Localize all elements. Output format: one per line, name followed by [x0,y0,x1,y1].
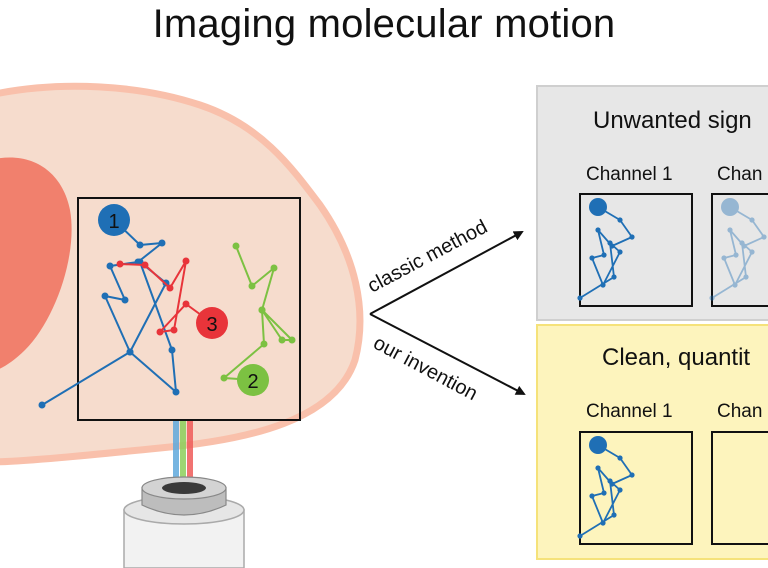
trajectory-point [749,217,755,223]
trajectory-point [617,249,623,255]
molecule-1-marker-small [589,198,607,216]
trajectory-point [617,455,623,461]
panel-top-channel-2-label: Chan [717,164,762,185]
trajectory-point [733,252,739,258]
trajectory-point [220,374,228,382]
molecule-1-marker: 1 [98,204,130,236]
trajectory-line [579,444,633,537]
imaging-field [77,197,301,421]
panel-bottom-channel-2-frame [711,431,768,545]
panel-top-heading: Unwanted sign [593,107,752,134]
trajectory-point [617,487,623,493]
cell-outline [0,82,364,466]
trajectory-point [116,260,124,268]
trajectory-point [709,295,715,301]
trajectory-point [601,252,607,258]
trajectory-point [761,234,767,240]
trajectory-point [38,401,46,409]
light-beams [173,420,193,490]
trajectory-molecule-1 [38,216,180,409]
trajectory-point [270,264,278,272]
trajectory-point [577,295,583,301]
trajectory-point [248,282,256,290]
panel-top-channel-1-frame [579,193,693,307]
trajectory-point [727,227,733,233]
panel-our-invention: Clean, quantit Channel 1 Chan [536,324,768,560]
trajectory-point [600,282,606,288]
trajectory-point [101,292,109,300]
molecule-2-marker: 2 [237,364,269,396]
trajectory-point [156,328,164,336]
classic-method-label: classic method [364,216,491,298]
panel-bottom-channel-1-trajectory [577,436,635,539]
trajectory-point [601,490,607,496]
molecule-1-label: 1 [108,211,119,233]
trajectory-line [223,245,293,381]
trajectory-point [600,520,606,526]
trajectory-point [617,217,623,223]
trajectory-point [727,204,733,210]
trajectory-point [136,241,144,249]
trajectory-point [629,234,635,240]
trajectory-point [577,533,583,539]
page-title: Imaging molecular motion [152,2,616,46]
trajectory-point [182,300,190,308]
trajectory-point [741,243,747,249]
trajectory-point [288,336,296,344]
trajectory-point [168,346,176,354]
trajectory-point [629,472,635,478]
trajectory-point [258,306,266,314]
trajectory-point [589,255,595,261]
panel-classic-method: Unwanted sign Channel 1 Chan [536,85,768,321]
molecule-1-marker-small [589,436,607,454]
molecule-2-label: 2 [247,371,258,393]
panel-bottom-channel-1-frame [579,431,693,545]
trajectory-point [607,240,613,246]
trajectory-point [739,240,745,246]
trajectory-point [743,274,749,280]
panel-top-channel-1-trajectory [577,198,635,301]
panel-top-channel-1-label: Channel 1 [586,164,673,185]
trajectory-point [732,282,738,288]
panel-top-channel-2-frame [711,193,768,307]
trajectory-point [721,255,727,261]
molecule-1-marker-faded [721,198,739,216]
arrow-classic-method: classic method [364,216,524,315]
trajectory-point [611,512,617,518]
panel-bottom-channel-2-label: Chan [717,401,762,422]
trajectory-point [170,326,178,334]
molecule-3-marker: 3 [196,307,228,339]
trajectory-point [158,239,166,247]
trajectory-point [232,242,240,250]
trajectory-point [166,284,174,292]
trajectory-line [579,206,633,299]
cell-nucleus [0,157,72,369]
trajectory-point [589,493,595,499]
arrow-our-invention: our invention [369,313,526,405]
trajectory-point [126,348,134,356]
trajectory-molecule-3 [116,257,216,336]
trajectory-line [119,260,213,333]
trajectory-point [749,249,755,255]
trajectory-line [41,219,177,406]
trajectory-point [182,257,190,265]
trajectory-point [595,465,601,471]
molecule-3-label: 3 [206,314,217,336]
panel-bottom-heading: Clean, quantit [602,344,750,371]
trajectory-line [711,206,765,299]
trajectory-point [121,296,129,304]
panel-bottom-channel-1-label: Channel 1 [586,401,673,422]
trajectory-point [141,261,149,269]
microscope-objective-icon [123,476,245,568]
trajectory-point [260,340,268,348]
trajectory-point [278,336,286,344]
trajectory-point [106,262,114,270]
trajectory-point [172,388,180,396]
trajectory-point [611,274,617,280]
panel-top-channel-2-trajectory [709,198,767,301]
trajectory-point [595,227,601,233]
trajectory-point [607,478,613,484]
